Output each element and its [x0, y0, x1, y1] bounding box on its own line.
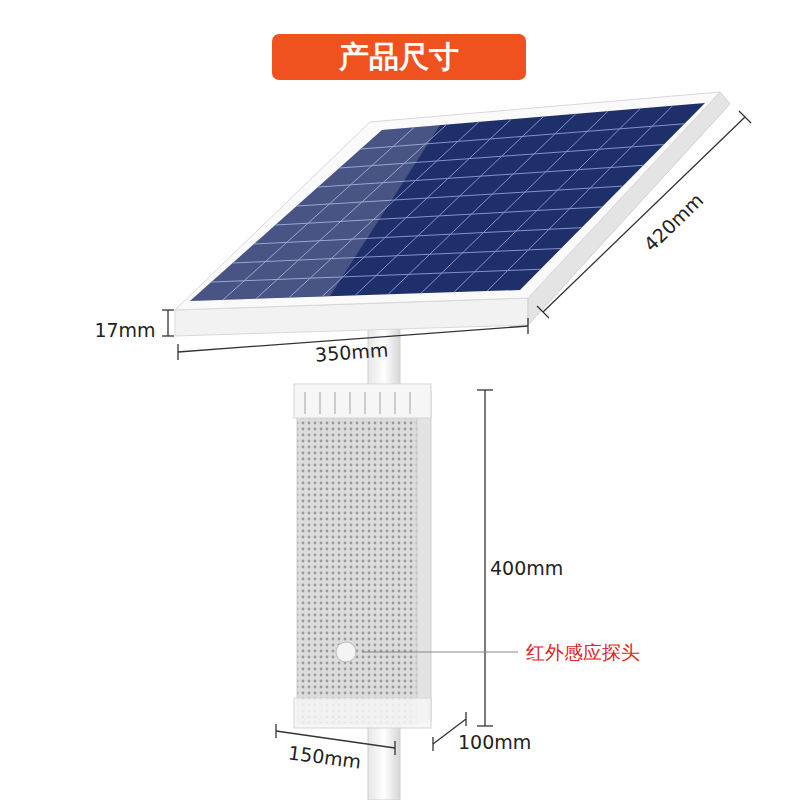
speaker-side	[417, 392, 431, 722]
title-banner: 产品尺寸	[272, 34, 526, 80]
speaker-grille	[297, 388, 417, 724]
dimension-label: 400mm	[490, 558, 563, 579]
cell-line	[487, 106, 673, 291]
cell-line	[454, 108, 640, 292]
panel-frame	[175, 92, 720, 310]
infrared-sensor	[336, 642, 356, 662]
dimension-lines	[162, 111, 751, 755]
cell-line	[421, 111, 608, 293]
solar-cells	[190, 103, 705, 301]
callout-label: 红外感应探头	[526, 642, 640, 663]
dimension-label: 100mm	[458, 732, 531, 753]
dimension-label: 420mm	[640, 189, 707, 255]
speaker-top-cap	[294, 384, 431, 418]
speaker-bottom-cap	[294, 698, 431, 728]
panel-glare	[190, 125, 440, 301]
cap-grooves	[305, 392, 410, 722]
dimension-label: 17mm	[94, 320, 155, 341]
leader-line	[362, 651, 518, 652]
dimension-label: 150mm	[287, 742, 362, 772]
